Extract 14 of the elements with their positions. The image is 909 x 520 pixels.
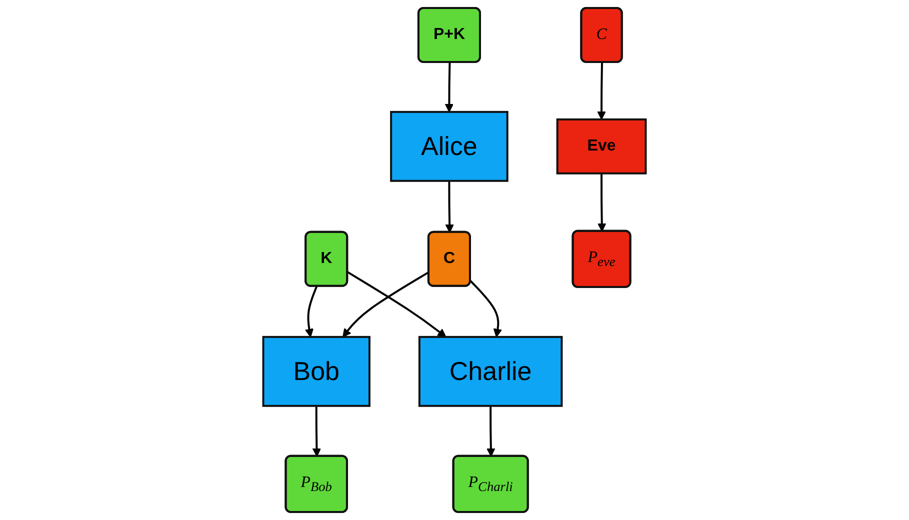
- arrow: [486, 406, 496, 457]
- arrow: [470, 280, 502, 338]
- arrow: [597, 62, 606, 120]
- arrow: [342, 271, 430, 338]
- node-box: Eve: [556, 118, 647, 174]
- node-box: Alice: [390, 110, 508, 182]
- arrow: [312, 406, 322, 457]
- arrow: [597, 173, 606, 232]
- arrow: [304, 286, 318, 338]
- arrow: [444, 62, 454, 112]
- node-box: Charlie: [418, 336, 563, 407]
- node-box: Bob: [262, 336, 370, 407]
- arrow: [347, 271, 446, 338]
- arrow: [445, 180, 454, 233]
